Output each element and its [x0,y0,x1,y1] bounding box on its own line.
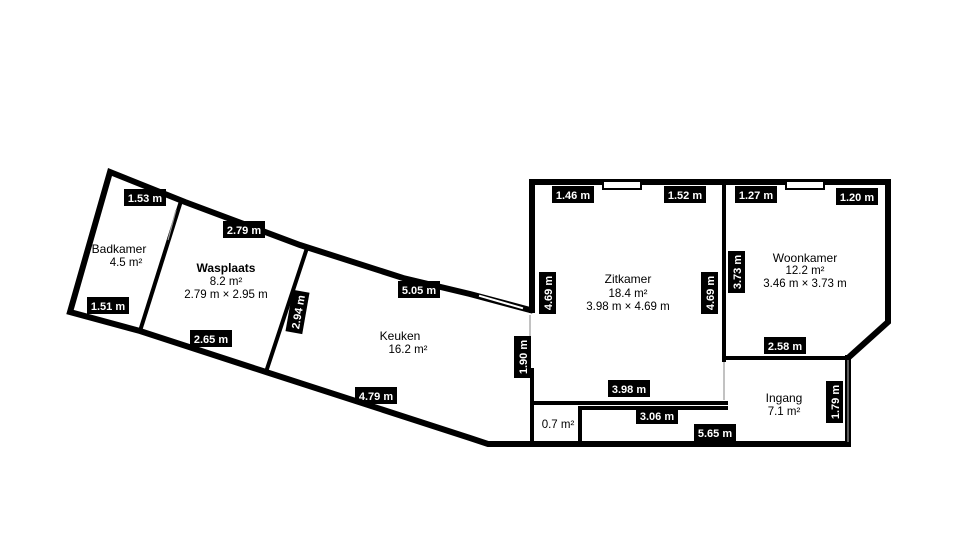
zitkamer-size: 3.98 m × 4.69 m [586,301,669,313]
badkamer-name: Badkamer [92,242,147,256]
svg-text:2.65 m: 2.65 m [194,334,228,346]
zitkamer-area: 18.4 m² [609,288,648,300]
svg-text:2.58 m: 2.58 m [768,341,802,353]
zitkamer-wall [529,179,891,363]
door-wasplaats [167,209,177,241]
dim-keuken-right: 1.90 m [514,336,531,378]
badkamer-area: 4.5 m² [110,257,143,269]
woon-window-1 [785,180,825,190]
windows [478,180,825,310]
keuken-window [478,294,524,310]
svg-text:1.52 m: 1.52 m [668,190,702,202]
svg-text:5.65 m: 5.65 m [698,428,732,440]
dim-bad-top: 1.53 m [124,189,166,206]
woonkamer-name: Woonkamer [773,251,837,265]
dimension-tags: 1.53 m 1.51 m 2.79 m 2.65 m 5.05 m 4.79 … [87,186,878,441]
dim-ingang-right: 1.79 m [826,381,843,423]
dim-zit-top-right: 1.52 m [664,186,706,203]
dim-corridor-top: 3.06 m [636,407,678,424]
woonkamer-area: 12.2 m² [786,265,825,277]
badkamer-wasplaats-wall [137,198,184,334]
ingang-area: 7.1 m² [768,406,801,418]
ingang-name: Ingang [766,391,803,405]
svg-text:1.51 m: 1.51 m [91,301,125,313]
west-wing-wall [66,167,534,447]
dim-zit-left: 4.69 m [539,272,556,314]
wasplaats-name: Wasplaats [197,261,256,275]
dim-bad-bottom: 1.51 m [87,297,129,314]
zitkamer-name: Zitkamer [605,272,652,286]
dim-zit-top-left: 1.46 m [552,186,594,203]
svg-text:1.90 m: 1.90 m [518,340,530,374]
dim-was-bottom: 2.65 m [190,330,232,347]
keuken-name: Keuken [380,329,421,343]
dim-was-keuken-wall: 2.94 m [285,289,310,335]
keuken-area: 16.2 m² [389,344,428,356]
dim-zit-right: 4.69 m [701,272,718,314]
dim-was-top: 2.79 m [223,221,265,238]
room-labels: Badkamer 4.5 m² Wasplaats 8.2 m² 2.79 m … [92,242,847,431]
dim-keuken-top: 5.05 m [398,281,440,298]
svg-text:2.94 m: 2.94 m [290,294,308,330]
svg-text:4.69 m: 4.69 m [705,276,717,310]
wasplaats-size: 2.79 m × 2.95 m [184,289,267,301]
svg-text:2.79 m: 2.79 m [227,225,261,237]
svg-text:3.73 m: 3.73 m [732,255,744,289]
svg-text:1.46 m: 1.46 m [556,190,590,202]
dim-woon-bottom: 2.58 m [764,337,806,354]
wasplaats-area: 8.2 m² [210,276,243,288]
dim-corridor-bottom: 5.65 m [694,424,736,441]
wasplaats-keuken-wall [263,245,310,375]
dim-zit-bottom: 3.98 m [608,380,650,397]
woonkamer-size: 3.46 m × 3.73 m [763,278,846,290]
svg-text:1.53 m: 1.53 m [128,193,162,205]
svg-text:1.20 m: 1.20 m [840,192,874,204]
dim-woon-top-left: 1.27 m [735,186,777,203]
svg-text:1.79 m: 1.79 m [830,385,842,419]
svg-text:1.27 m: 1.27 m [739,190,773,202]
dim-keuken-bottom: 4.79 m [355,387,397,404]
svg-text:4.79 m: 4.79 m [359,391,393,403]
svg-text:3.06 m: 3.06 m [640,411,674,423]
zit-window-1 [602,180,642,190]
doors [167,209,849,442]
svg-text:5.05 m: 5.05 m [402,285,436,297]
svg-text:3.98 m: 3.98 m [612,384,646,396]
svg-text:4.69 m: 4.69 m [543,276,555,310]
dim-woon-left: 3.73 m [728,251,745,293]
kast-area: 0.7 m² [542,419,575,431]
dim-woon-top-right: 1.20 m [836,188,878,205]
